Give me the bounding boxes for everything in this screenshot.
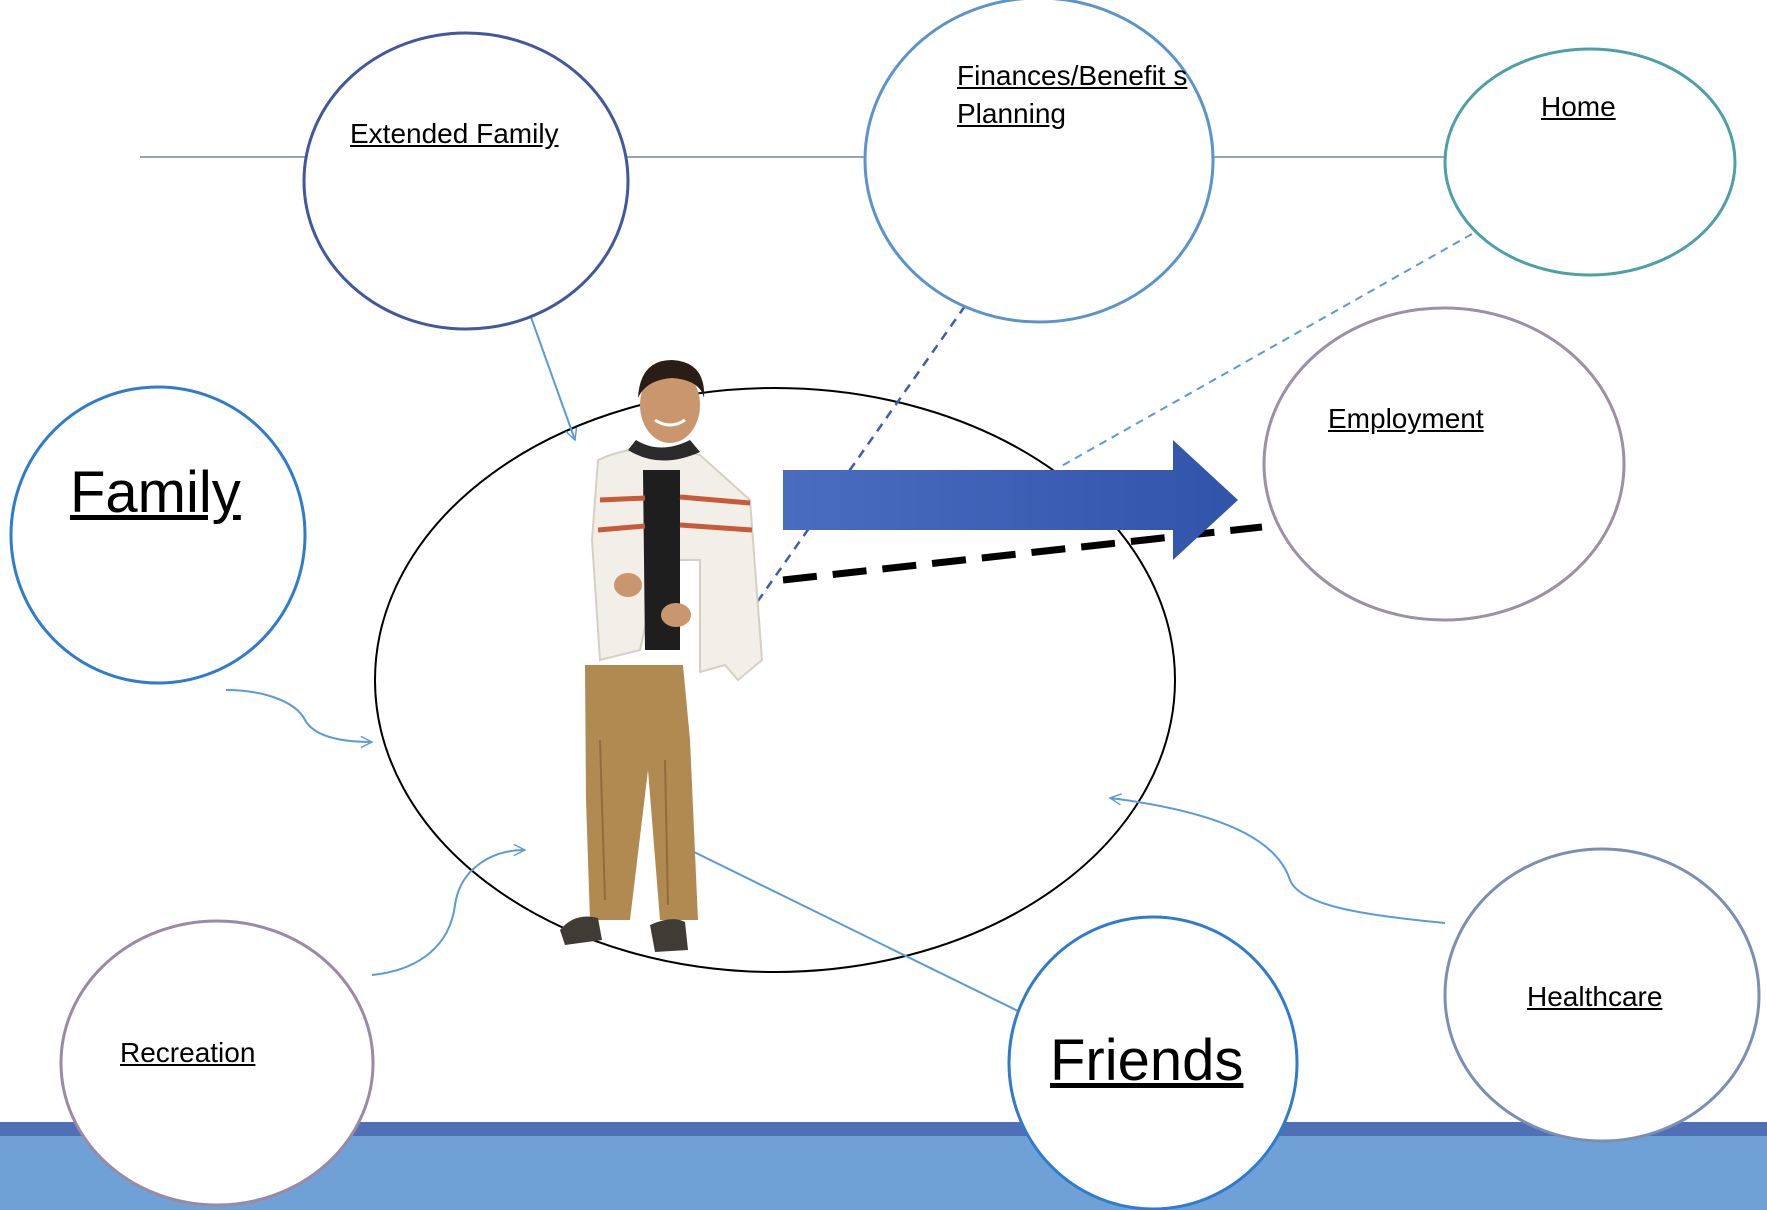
friends-connector <box>689 849 1023 1014</box>
node-friends[interactable] <box>1007 915 1299 1210</box>
recreation-connector <box>371 850 525 976</box>
family-label[interactable]: Family <box>70 460 241 525</box>
extended-family-label[interactable]: Extended Family <box>350 118 559 149</box>
home-label[interactable]: Home <box>1541 91 1616 122</box>
employment-label[interactable]: Employment <box>1328 403 1484 434</box>
node-healthcare[interactable] <box>1443 847 1761 1143</box>
node-recreation[interactable] <box>59 919 375 1207</box>
node-home[interactable] <box>1443 47 1737 277</box>
recreation-label[interactable]: Recreation <box>120 1037 256 1068</box>
friends-label[interactable]: Friends <box>1050 1028 1244 1093</box>
home-dashed-connector <box>1057 233 1473 469</box>
healthcare-label[interactable]: Healthcare <box>1527 981 1663 1012</box>
family-connector <box>225 689 372 742</box>
node-finances[interactable] <box>863 0 1215 324</box>
healthcare-connector <box>1110 798 1446 924</box>
node-extended-family[interactable] <box>302 31 630 331</box>
node-employment[interactable] <box>1262 306 1626 622</box>
person-illustration-icon <box>560 360 764 952</box>
center-ring <box>374 387 1176 973</box>
finances-label[interactable]: Finances/Benefit s Planning <box>957 60 1188 129</box>
footer-band-dark <box>0 1122 1767 1136</box>
transition-arrow-icon <box>783 440 1238 560</box>
node-family[interactable] <box>9 385 307 685</box>
extended-family-connector <box>526 305 575 440</box>
